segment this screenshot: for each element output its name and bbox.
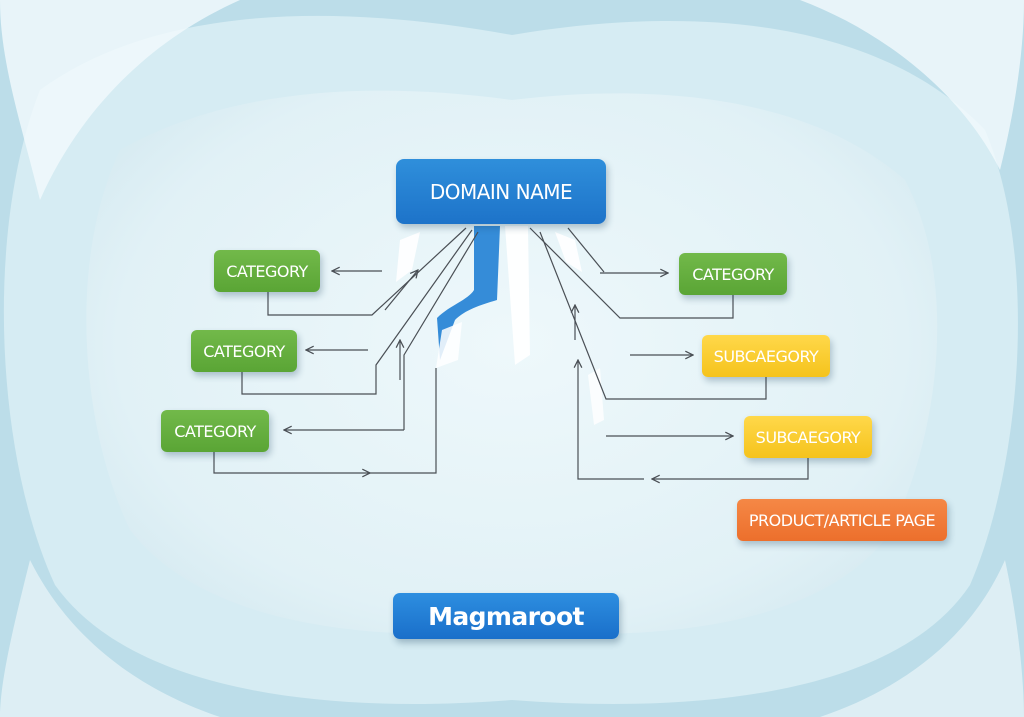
subcategory-node-1: SUBCAEGORY bbox=[702, 335, 830, 377]
connector-sub2-vert bbox=[578, 360, 644, 480]
category-label: CATEGORY bbox=[692, 264, 774, 284]
ribbon-white-mid bbox=[505, 226, 530, 365]
connector-cat3-spine bbox=[403, 231, 479, 430]
ribbon-white-right-low bbox=[588, 368, 604, 425]
connector-rcat-in bbox=[567, 227, 605, 273]
category-label: CATEGORY bbox=[174, 421, 256, 441]
ribbon-white-right bbox=[555, 232, 582, 272]
category-node-right: CATEGORY bbox=[679, 253, 787, 295]
subcategory-label: SUBCAEGORY bbox=[713, 346, 819, 366]
connector-rcat-loop bbox=[529, 227, 734, 319]
subcategory-node-2: SUBCAEGORY bbox=[744, 416, 872, 458]
brand-label: Magmaroot bbox=[428, 601, 584, 631]
category-node-left-1: CATEGORY bbox=[214, 250, 320, 292]
subcategory-label: SUBCAEGORY bbox=[755, 427, 861, 447]
product-article-page-node: PRODUCT/ARTICLE PAGE bbox=[737, 499, 947, 541]
connector-cat1-loop bbox=[267, 227, 467, 316]
product-article-page-label: PRODUCT/ARTICLE PAGE bbox=[748, 510, 936, 530]
category-label: CATEGORY bbox=[203, 341, 285, 361]
connector-sub2-loop bbox=[652, 458, 809, 479]
connector-cat3-loop bbox=[213, 452, 370, 473]
domain-name-label: DOMAIN NAME bbox=[429, 179, 573, 204]
domain-name-node: DOMAIN NAME bbox=[396, 159, 606, 224]
category-node-left-2: CATEGORY bbox=[191, 330, 297, 372]
connector-cat2-loop bbox=[241, 229, 473, 395]
category-node-left-3: CATEGORY bbox=[161, 410, 269, 452]
ribbon-white-low bbox=[436, 322, 462, 368]
connector-sub1-loop bbox=[539, 231, 767, 400]
connector-cat1-diag bbox=[384, 270, 418, 311]
ribbon-white-left bbox=[396, 232, 420, 282]
magmaroot-brand-badge: Magmaroot bbox=[393, 593, 619, 639]
connector-cat3-vert bbox=[370, 368, 437, 474]
ribbon-blue bbox=[437, 226, 500, 360]
category-label: CATEGORY bbox=[226, 261, 308, 281]
